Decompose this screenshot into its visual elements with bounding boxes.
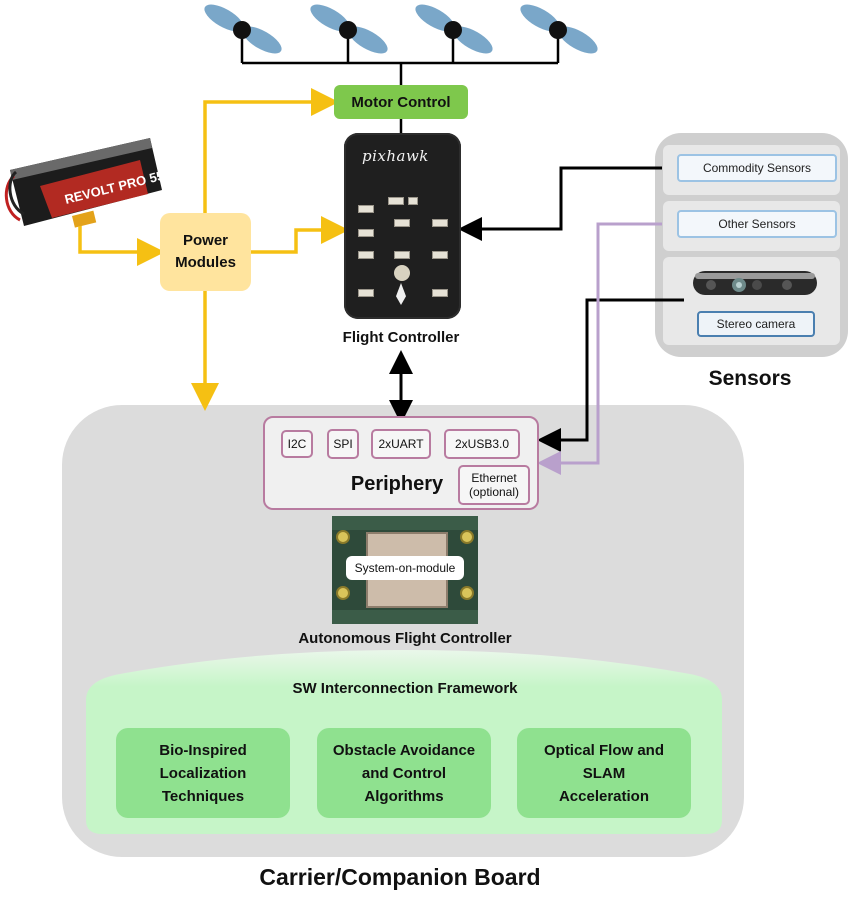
sensors-panel: Commodity Sensors Other Sensors Stereo c… <box>655 133 848 357</box>
propeller-icon <box>520 4 598 54</box>
sw-module-line: Obstacle Avoidance <box>332 741 476 759</box>
sw-module-obstacle-avoidance: Obstacle Avoidance and Control Algorithm… <box>317 728 491 818</box>
sw-module-line: SLAM <box>582 764 626 782</box>
sensors-label: Sensors <box>708 367 792 390</box>
sw-framework-label: SW Interconnection Framework <box>292 680 518 697</box>
port-i2c: I2C <box>281 430 313 458</box>
sw-module-line: Optical Flow and <box>543 741 664 759</box>
propeller-icon <box>310 4 388 54</box>
sensor-slot-commodity: Commodity Sensors <box>663 145 840 195</box>
sensor-slot-other: Other Sensors <box>663 201 840 251</box>
system-on-module-image: System-on-module <box>332 516 478 624</box>
port-ethernet: Ethernet (optional) <box>458 465 530 505</box>
sw-module-line: Bio-Inspired <box>159 741 247 759</box>
periphery-box: I2C SPI 2xUART 2xUSB3.0 Ethernet (option… <box>263 416 539 510</box>
sw-module-bio-inspired: Bio-Inspired Localization Techniques <box>116 728 290 818</box>
fc-logo: pixhawk <box>362 147 429 165</box>
stereo-camera-image <box>691 267 819 299</box>
motor-control-box: Motor Control <box>334 85 468 119</box>
power-modules-label-line1: Power <box>182 232 228 249</box>
port-uart: 2xUART <box>371 429 431 459</box>
propeller-icon <box>204 4 282 54</box>
carrier-board-label: Carrier/Companion Board <box>259 864 541 890</box>
commodity-sensors-box: Commodity Sensors <box>677 154 837 182</box>
other-sensors-box: Other Sensors <box>677 210 837 238</box>
sw-module-optical-flow: Optical Flow and SLAM Acceleration <box>517 728 691 818</box>
flight-controller-label: Flight Controller <box>342 329 460 346</box>
system-on-module-label: System-on-module <box>346 556 464 580</box>
periphery-label: Periphery <box>350 473 444 495</box>
propeller-icon <box>415 4 493 54</box>
sensor-slot-stereo: Stereo camera <box>663 257 840 345</box>
sw-module-line: Algorithms <box>364 787 444 805</box>
port-usb: 2xUSB3.0 <box>444 429 520 459</box>
port-ethernet-line2: (optional) <box>468 485 520 499</box>
sw-module-line: Techniques <box>161 787 245 805</box>
autonomous-fc-label: Autonomous Flight Controller <box>298 630 512 647</box>
port-ethernet-line1: Ethernet <box>471 471 517 485</box>
stereo-camera-box: Stereo camera <box>697 311 815 337</box>
port-spi: SPI <box>327 429 359 459</box>
flight-controller-board: pixhawk <box>344 133 461 319</box>
sw-module-line: Acceleration <box>558 787 650 805</box>
power-modules-label-line2: Modules <box>175 254 236 271</box>
sw-module-line: and Control <box>361 764 447 782</box>
sw-module-line: Localization <box>159 764 247 782</box>
power-modules-box: Power Modules <box>160 213 251 291</box>
battery-image: REVOLT PRO 5500 <box>4 138 179 228</box>
